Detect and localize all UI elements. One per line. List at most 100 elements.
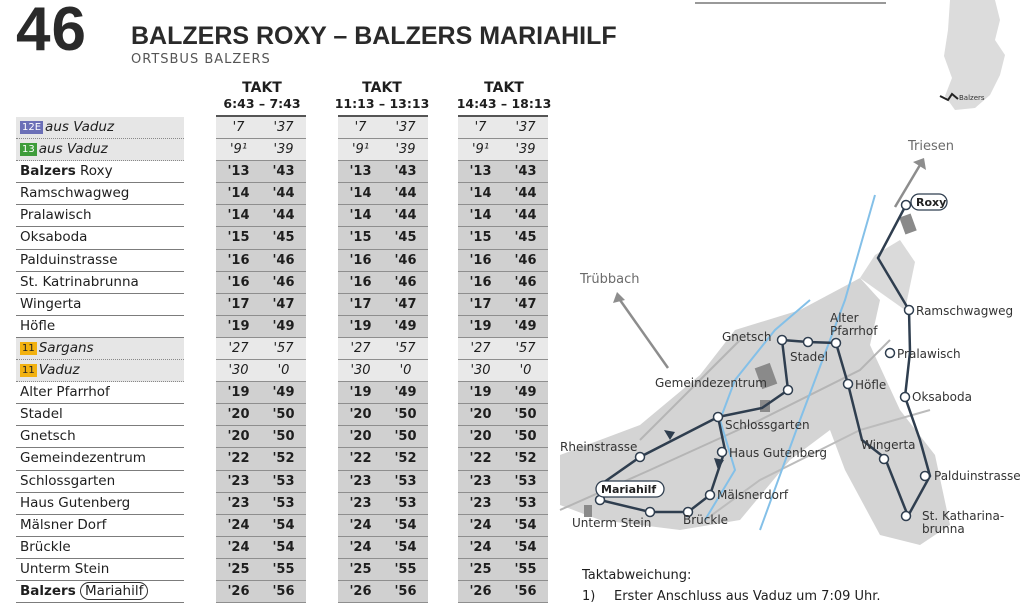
stop-row: Schlossgarten (16, 471, 184, 493)
departure-minute: '46 (514, 274, 537, 290)
departure-minute: '53 (272, 473, 295, 489)
time-row: '7'37 (338, 117, 428, 140)
departure-minute: '57 (515, 340, 536, 356)
departure-minute: '25 (227, 561, 250, 577)
stop-name: Stadel (20, 406, 63, 423)
stop-row: Brückle (16, 537, 184, 559)
time-row: '24'54 (338, 537, 428, 559)
departure-minute: '44 (272, 186, 295, 202)
departure-minute: '49 (514, 318, 537, 334)
time-row: '20'50 (216, 404, 306, 427)
departure-minute: '14 (469, 186, 492, 202)
departure-minute: '25 (469, 561, 492, 577)
departure-minute: '49 (514, 385, 537, 401)
departure-minute: '53 (514, 473, 537, 489)
stop-row: Gnetsch (16, 426, 184, 449)
time-row: '14'44 (338, 183, 428, 206)
stop-name: St. Katrinabrunna (20, 273, 139, 290)
time-row: '24'54 (458, 537, 548, 559)
time-row: '15'45 (338, 227, 428, 250)
label-unterm-stein: Unterm Stein (572, 516, 651, 530)
departure-minute: '53 (394, 473, 417, 489)
departure-minute: '19 (349, 385, 372, 401)
departure-minute: '14 (469, 208, 492, 224)
departure-minute: '13 (349, 164, 372, 180)
label-alter-pfarrhof: Alter (830, 311, 859, 325)
departure-minute: '17 (227, 296, 250, 312)
departure-minute: '46 (394, 252, 417, 268)
label-hoefle: Höfle (855, 378, 886, 392)
departure-minute: '24 (349, 517, 372, 533)
time-row: '17'47 (458, 294, 548, 316)
departure-minute: '23 (469, 473, 492, 489)
river (704, 299, 811, 521)
time-row: '24'54 (216, 537, 306, 559)
time-row: '16'46 (338, 272, 428, 294)
time-row: '19'49 (216, 382, 306, 405)
departure-minute: '19 (469, 318, 492, 334)
stop-row: Alter Pfarrhof (16, 382, 184, 405)
time-row: '23'53 (338, 493, 428, 515)
time-row: '14'44 (338, 205, 428, 228)
stop-row: Unterm Stein (16, 559, 184, 581)
departure-minute: '15 (469, 230, 492, 246)
departure-minute: '46 (514, 252, 537, 268)
stop-name: Balzers Mariahilf (16, 581, 149, 600)
departure-minute: '43 (514, 164, 537, 180)
departure-minute: '14 (349, 186, 372, 202)
time-row: '9¹'39 (216, 139, 306, 162)
departure-minute: '20 (227, 407, 250, 423)
label-roxy: Roxy (916, 196, 946, 209)
time-row: '30'0 (338, 360, 428, 383)
departure-minute: '26 (469, 583, 492, 599)
time-row: '15'45 (458, 227, 548, 250)
departure-minute: '52 (272, 451, 295, 467)
time-row: '19'49 (338, 316, 428, 338)
stop-row: Balzers Roxy (16, 161, 184, 184)
stop-row: Balzers Mariahilf (16, 581, 184, 604)
departure-minute: '55 (394, 561, 417, 577)
time-row: '19'49 (216, 316, 306, 338)
departure-minute: '7 (232, 120, 245, 135)
departure-minute: '16 (349, 252, 372, 268)
departure-minute: '17 (349, 296, 372, 312)
connection-line-badge: 12E (20, 121, 44, 134)
stop-name: Gnetsch (20, 428, 76, 445)
time-row: '25 '55 (216, 559, 306, 581)
time-row: '20'50 (338, 426, 428, 449)
departure-minute: '46 (272, 252, 295, 268)
label-schlossgarten: Schlossgarten (725, 418, 810, 432)
time-row: '19'49 (338, 382, 428, 405)
label-stadel: Stadel (790, 350, 828, 364)
stop-row: St. Katrinabrunna (16, 272, 184, 294)
label-brueckle: Brückle (683, 513, 728, 527)
departure-minute: '23 (227, 473, 250, 489)
departure-minute: '39 (515, 142, 536, 158)
time-row: '19'49 (458, 382, 548, 405)
departure-minute: '55 (272, 561, 295, 577)
time-row: '30'0 (216, 360, 306, 383)
time-column-3: '7'37'9¹'39'13'43'14'44'14'44'15'45'16'4… (458, 117, 548, 604)
label-palduinstrasse: Palduinstrasse (934, 469, 1021, 483)
departure-minute: '37 (395, 120, 416, 135)
departure-minute: '44 (514, 208, 537, 224)
terminus-box: Mariahilf (80, 581, 149, 600)
departure-minute: '43 (394, 164, 417, 180)
departure-minute: '9¹ (351, 142, 370, 158)
route-title: BALZERS ROXY – BALZERS MARIAHILF (131, 22, 617, 50)
departure-minute: '49 (272, 385, 295, 401)
departure-minute: '24 (469, 517, 492, 533)
departure-minute: '53 (514, 495, 537, 511)
time-row: '23 '53 (216, 471, 306, 493)
time-row: '15'45 (216, 227, 306, 250)
time-row: '7'37 (216, 117, 306, 140)
departure-minute: '27 (228, 340, 249, 356)
departure-minute: '19 (227, 318, 250, 334)
svg-text:Pfarrhof: Pfarrhof (830, 324, 878, 338)
time-row: '24'54 (338, 515, 428, 537)
stop-name: Schlossgarten (20, 472, 116, 489)
